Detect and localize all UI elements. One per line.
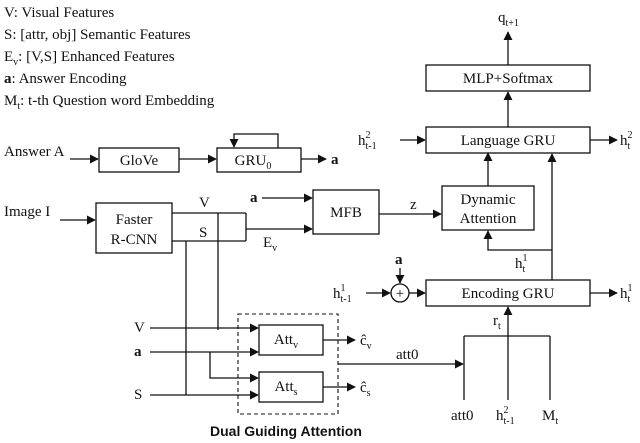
faster-rcnn-label-1: Faster (116, 212, 153, 228)
rt-label: rt (493, 313, 501, 332)
dynamic-attention-label-1: Dynamic (461, 192, 516, 208)
a-to-atts-arrow (209, 352, 259, 383)
legend: V: Visual Features S: [attr, obj] Semant… (4, 5, 215, 112)
mlp-softmax-label: MLP+Softmax (463, 71, 554, 87)
c-s-label: ĉs (360, 380, 371, 399)
glove-label: GloVe (120, 153, 159, 169)
att-v-label: Attv (274, 332, 298, 351)
faster-rcnn-label-2: R-CNN (111, 232, 158, 248)
encoding-gru-box (425, 279, 591, 307)
att-v-box (258, 324, 324, 356)
s-input-label: S (134, 387, 142, 403)
dynamic-attention-label-2: Attention (460, 211, 517, 227)
a-to-plus-label: a (395, 252, 403, 268)
glove-box (98, 147, 180, 173)
encoding-gru-label: Encoding GRU (462, 286, 555, 302)
legend-item-ev: Ev: [V,S] Enhanced Features (4, 49, 175, 68)
v-label-top: V (199, 195, 210, 211)
language-gru-box (425, 126, 591, 154)
language-gru-label: Language GRU (461, 133, 556, 149)
att0-mid-label: att0 (396, 347, 419, 363)
q-output-label: qt+1 (498, 10, 519, 29)
att0-bottom-label: att0 (451, 408, 474, 424)
mfb-label: MFB (330, 205, 362, 221)
legend-item-mt: Mt: t-th Question word Embedding (4, 93, 215, 112)
c-v-label: ĉv (360, 333, 372, 352)
a-input-label: a (134, 344, 142, 360)
gru0-recurrent-loop (229, 133, 279, 148)
v-input-label: V (134, 320, 145, 336)
image-input-label: Image I (4, 204, 50, 220)
dual-guiding-attention-caption: Dual Guiding Attention (210, 423, 362, 439)
att-s-box (258, 371, 324, 403)
gru0-label: GRU0 (235, 153, 272, 172)
s-label-top: S (199, 225, 207, 241)
answer-encoding-a-label: a (331, 152, 339, 168)
h1t-to-dynamic-attention-arrow (483, 230, 552, 251)
legend-item-s: S: [attr, obj] Semantic Features (4, 27, 191, 43)
dynamic-attention-box (441, 185, 535, 231)
answer-input-label: Answer A (4, 144, 65, 160)
gru0-box (216, 147, 302, 173)
ev-label: Ev (263, 235, 277, 254)
a-into-mfb-label: a (250, 190, 258, 206)
mfb-box (312, 189, 380, 235)
mlp-softmax-box (425, 64, 591, 92)
z-label: z (410, 197, 417, 213)
att-s-label: Atts (274, 379, 297, 398)
legend-item-a: a: Answer Encoding (4, 71, 127, 87)
legend-item-v: V: Visual Features (4, 5, 114, 21)
faster-rcnn-box (95, 202, 173, 254)
mt-bottom-label: Mt (542, 408, 558, 427)
plus-sign: + (396, 286, 404, 302)
